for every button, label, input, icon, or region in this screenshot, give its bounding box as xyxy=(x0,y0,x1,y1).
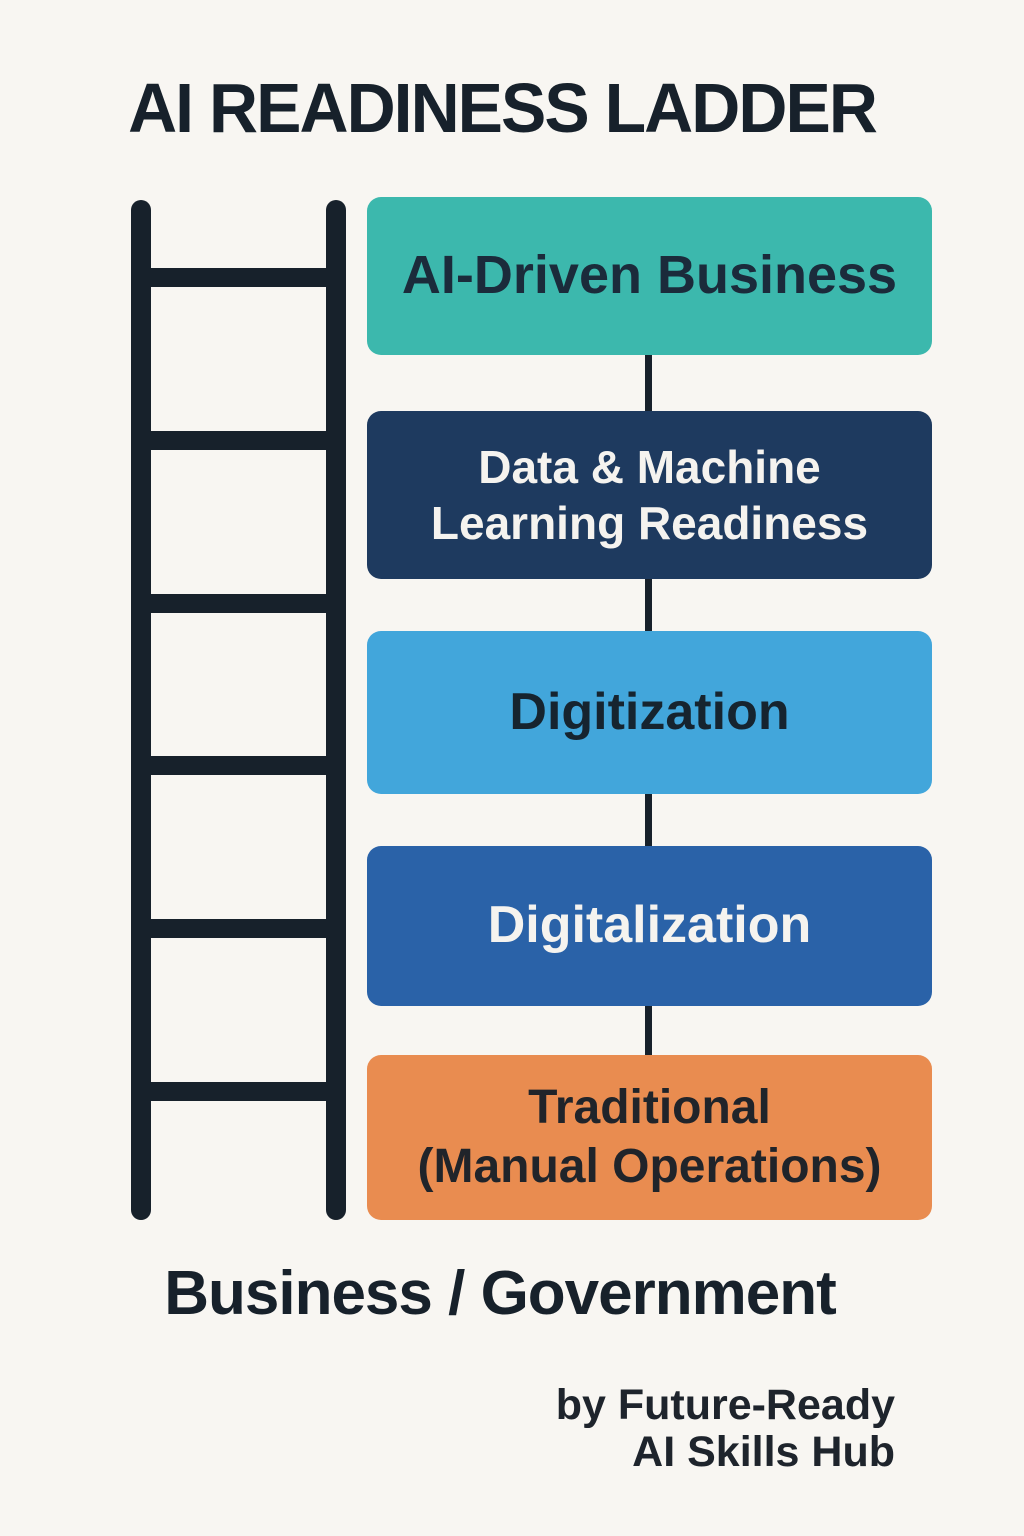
credit-text: by Future-Ready AI Skills Hub xyxy=(555,1381,895,1477)
ladder-rung xyxy=(131,431,346,450)
connector-line xyxy=(645,794,652,848)
ladder-rung xyxy=(131,594,346,613)
credit-line-2: AI Skills Hub xyxy=(632,1428,895,1477)
level-digitization: Digitization xyxy=(367,631,932,794)
ladder-graphic xyxy=(131,200,346,1220)
ladder-right-rail xyxy=(326,200,346,1220)
ladder-left-rail xyxy=(131,200,151,1220)
ladder-rung xyxy=(131,1082,346,1101)
connector-line xyxy=(645,1006,652,1057)
connector-line xyxy=(645,355,652,413)
level-digitalization: Digitalization xyxy=(367,846,932,1006)
level-traditional: Traditional (Manual Operations) xyxy=(367,1055,932,1220)
page-title: AI READINESS LADDER xyxy=(128,69,878,147)
ladder-rung xyxy=(131,919,346,938)
credit-line-1: by Future-Ready xyxy=(555,1381,895,1429)
ladder-rung xyxy=(131,756,346,775)
connector-line xyxy=(645,579,652,633)
level-ai-driven-business: AI-Driven Business xyxy=(367,197,932,355)
audience-label: Business / Government xyxy=(164,1259,837,1328)
level-data-ml-readiness: Data & Machine Learning Readiness xyxy=(367,411,932,579)
ladder-rung xyxy=(131,268,346,287)
